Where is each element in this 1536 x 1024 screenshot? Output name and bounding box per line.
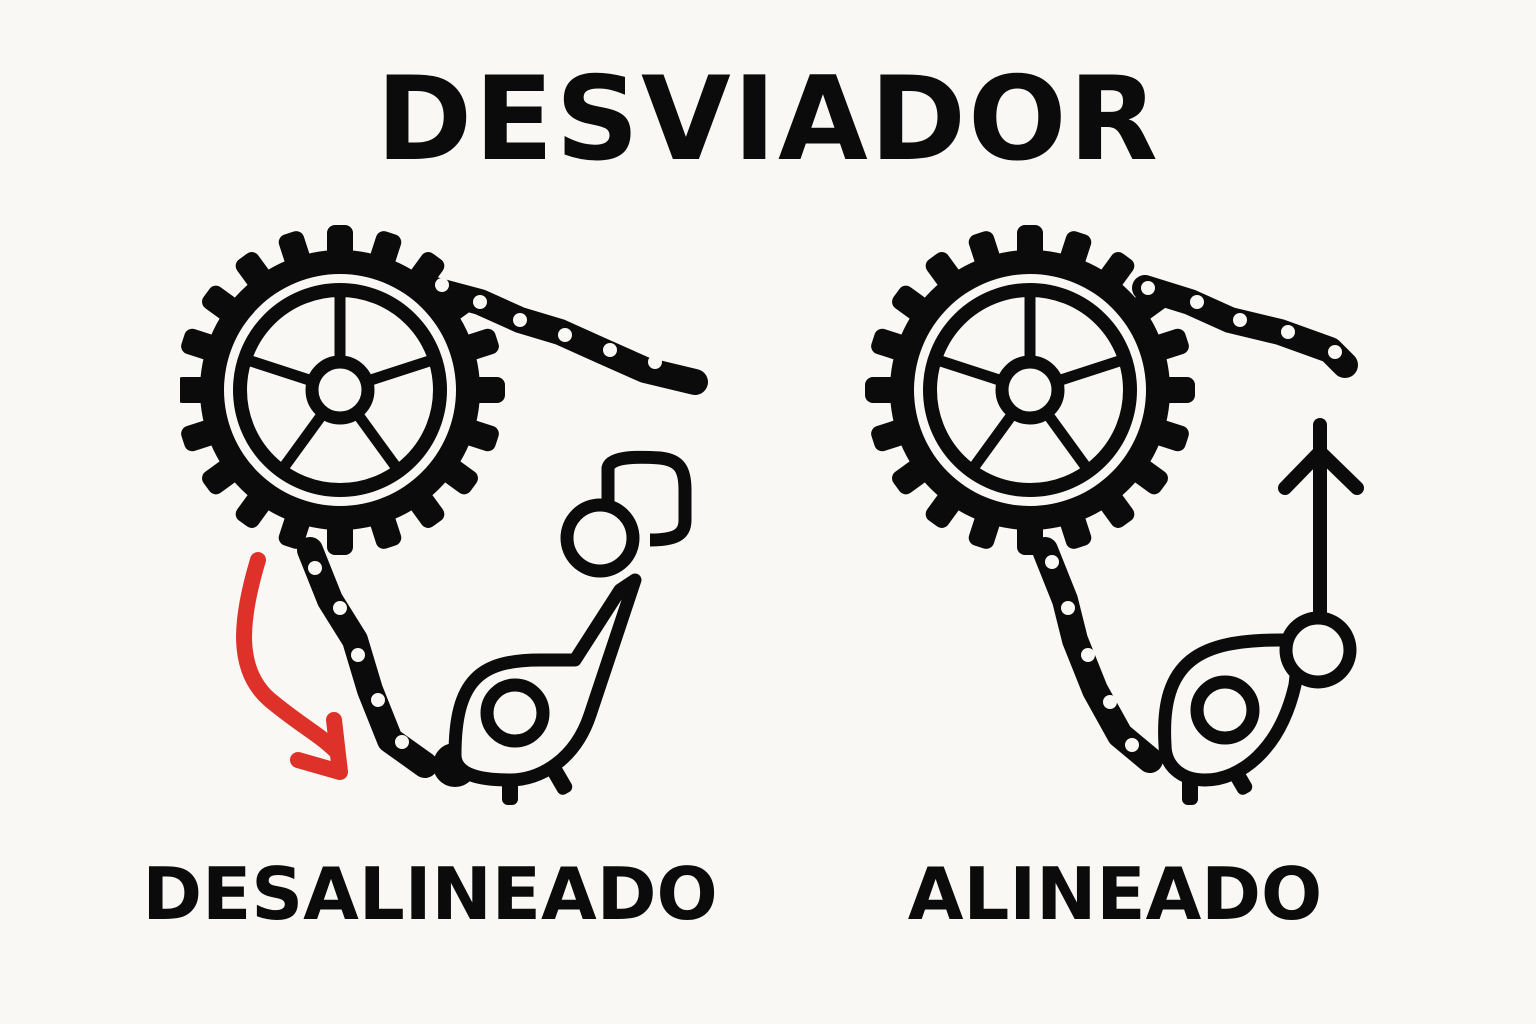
diagram-title: DESVIADOR <box>375 52 1160 187</box>
chain-lower <box>297 537 438 778</box>
cassette-cog-icon <box>180 225 505 555</box>
misaligned-derailleur-illustration <box>180 225 708 805</box>
aligned-derailleur-illustration <box>865 225 1364 805</box>
upward-arrow-icon <box>1278 418 1364 627</box>
chain-lower <box>1032 537 1163 773</box>
cassette-cog-icon <box>865 225 1195 555</box>
rear-derailleur-icon <box>433 450 692 805</box>
misaligned-label: DESALINEADO <box>142 852 718 936</box>
aligned-label: ALINEADO <box>907 852 1323 936</box>
misalignment-arrow-icon <box>236 552 348 780</box>
rear-derailleur-icon <box>1158 611 1357 805</box>
